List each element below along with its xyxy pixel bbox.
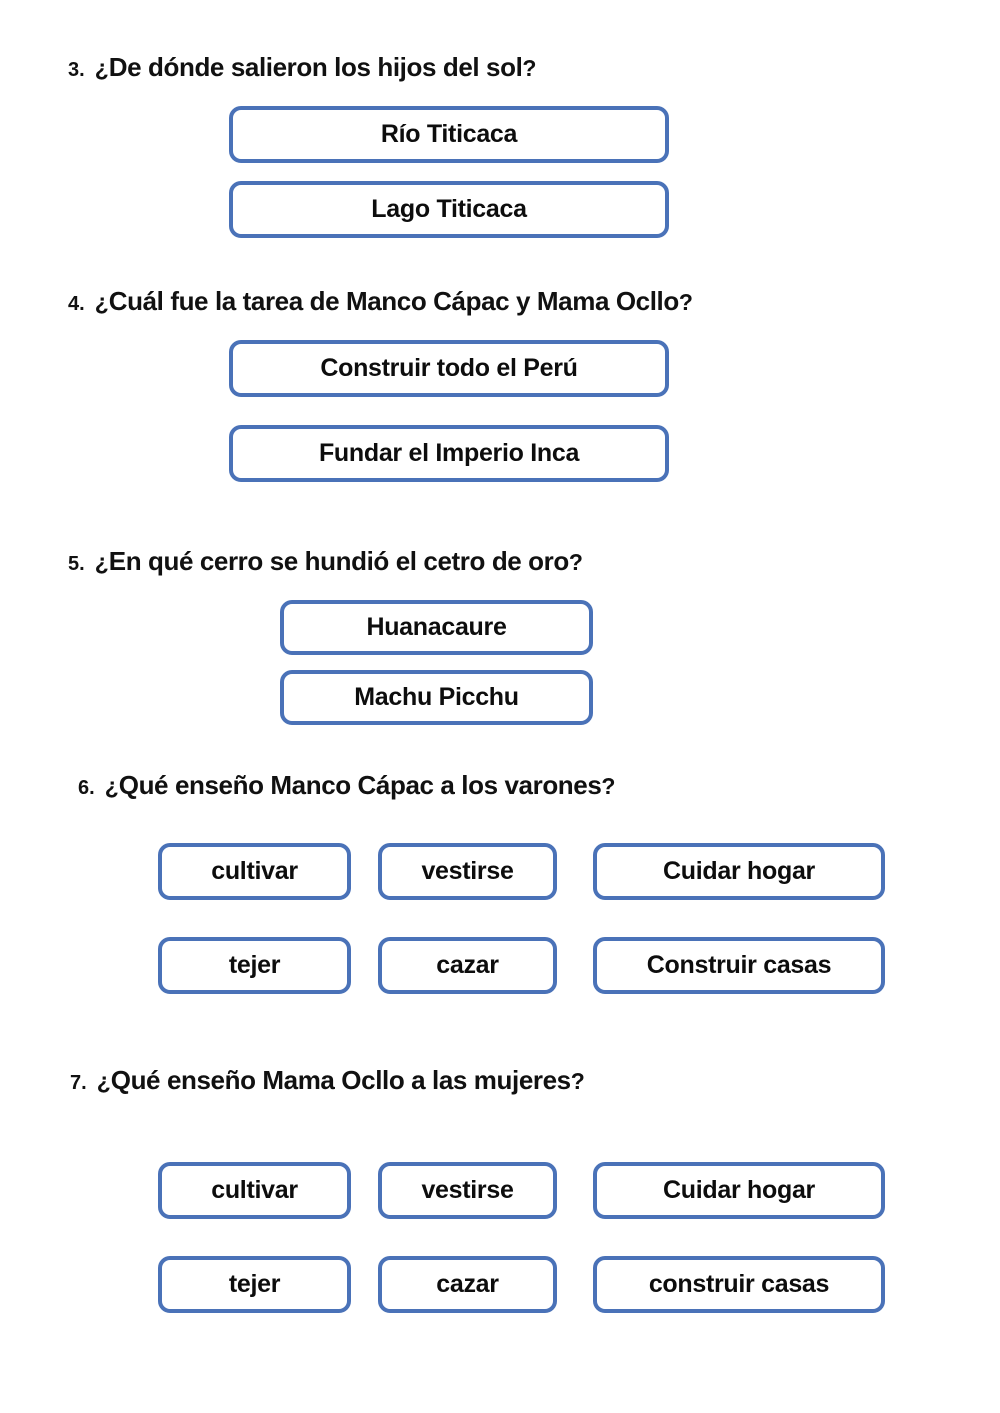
option-box[interactable]: Machu Picchu (280, 670, 593, 725)
question-block-5: 5. ¿ En qué cerro se hundió el cetro de … (0, 546, 1000, 577)
option-row: cultivar vestirse Cuidar hogar (158, 1162, 885, 1219)
question-number-3: 3. (68, 59, 85, 81)
question-text-6: 6. ¿ Qué enseño Manco Cápac a los varone… (0, 770, 1000, 801)
option-box[interactable]: vestirse (378, 843, 557, 900)
question-label-3: De dónde salieron los hijos del sol (108, 52, 523, 82)
question-mark-icon: ? (601, 773, 616, 799)
question-label-5: En qué cerro se hundió el cetro de oro (108, 546, 570, 576)
option-box[interactable]: Fundar el Imperio Inca (229, 425, 669, 482)
question-block-6: 6. ¿ Qué enseño Manco Cápac a los varone… (0, 770, 1000, 801)
inverted-question-mark-icon: ¿ (94, 55, 109, 81)
question-number-6: 6. (78, 777, 95, 799)
question-mark-icon: ? (570, 1068, 585, 1094)
question-block-4: 4. ¿ Cuál fue la tarea de Manco Cápac y … (0, 286, 1000, 317)
option-box[interactable]: cazar (378, 937, 557, 994)
question-text-4: 4. ¿ Cuál fue la tarea de Manco Cápac y … (0, 286, 1000, 317)
option-box[interactable]: Río Titicaca (229, 106, 669, 163)
question-text-5: 5. ¿ En qué cerro se hundió el cetro de … (0, 546, 1000, 577)
option-box[interactable]: tejer (158, 1256, 351, 1313)
question-label-6: Qué enseño Manco Cápac a los varones (118, 770, 602, 800)
question-text-7: 7. ¿ Qué enseño Mama Ocllo a las mujeres… (0, 1065, 1000, 1096)
options-group-4: Construir todo el Perú Fundar el Imperio… (229, 340, 669, 482)
question-mark-icon: ? (678, 289, 693, 315)
options-group-7: cultivar vestirse Cuidar hogar tejer caz… (158, 1162, 885, 1313)
option-box[interactable]: cazar (378, 1256, 557, 1313)
options-group-5: Huanacaure Machu Picchu (280, 600, 593, 725)
inverted-question-mark-icon: ¿ (96, 1068, 111, 1094)
question-label-7: Qué enseño Mama Ocllo a las mujeres (110, 1065, 571, 1095)
option-row: tejer cazar construir casas (158, 1256, 885, 1313)
question-number-5: 5. (68, 553, 85, 575)
option-box[interactable]: cultivar (158, 1162, 351, 1219)
option-box[interactable]: Lago Titicaca (229, 181, 669, 238)
question-block-7: 7. ¿ Qué enseño Mama Ocllo a las mujeres… (0, 1065, 1000, 1096)
option-row: cultivar vestirse Cuidar hogar (158, 843, 885, 900)
options-group-6: cultivar vestirse Cuidar hogar tejer caz… (158, 843, 885, 994)
options-group-3: Río Titicaca Lago Titicaca (229, 106, 669, 238)
inverted-question-mark-icon: ¿ (94, 549, 109, 575)
option-box[interactable]: vestirse (378, 1162, 557, 1219)
option-box[interactable]: cultivar (158, 843, 351, 900)
question-number-7: 7. (70, 1072, 87, 1094)
question-label-4: Cuál fue la tarea de Manco Cápac y Mama … (108, 286, 679, 316)
option-row: tejer cazar Construir casas (158, 937, 885, 994)
question-mark-icon: ? (568, 549, 583, 575)
question-text-3: 3. ¿ De dónde salieron los hijos del sol… (0, 52, 1000, 83)
option-box[interactable]: Construir todo el Perú (229, 340, 669, 397)
inverted-question-mark-icon: ¿ (94, 289, 109, 315)
option-box[interactable]: Construir casas (593, 937, 885, 994)
option-box[interactable]: tejer (158, 937, 351, 994)
inverted-question-mark-icon: ¿ (104, 773, 119, 799)
option-box[interactable]: construir casas (593, 1256, 885, 1313)
question-block-3: 3. ¿ De dónde salieron los hijos del sol… (0, 52, 1000, 83)
option-box[interactable]: Huanacaure (280, 600, 593, 655)
option-box[interactable]: Cuidar hogar (593, 843, 885, 900)
question-number-4: 4. (68, 293, 85, 315)
option-box[interactable]: Cuidar hogar (593, 1162, 885, 1219)
question-mark-icon: ? (522, 55, 537, 81)
